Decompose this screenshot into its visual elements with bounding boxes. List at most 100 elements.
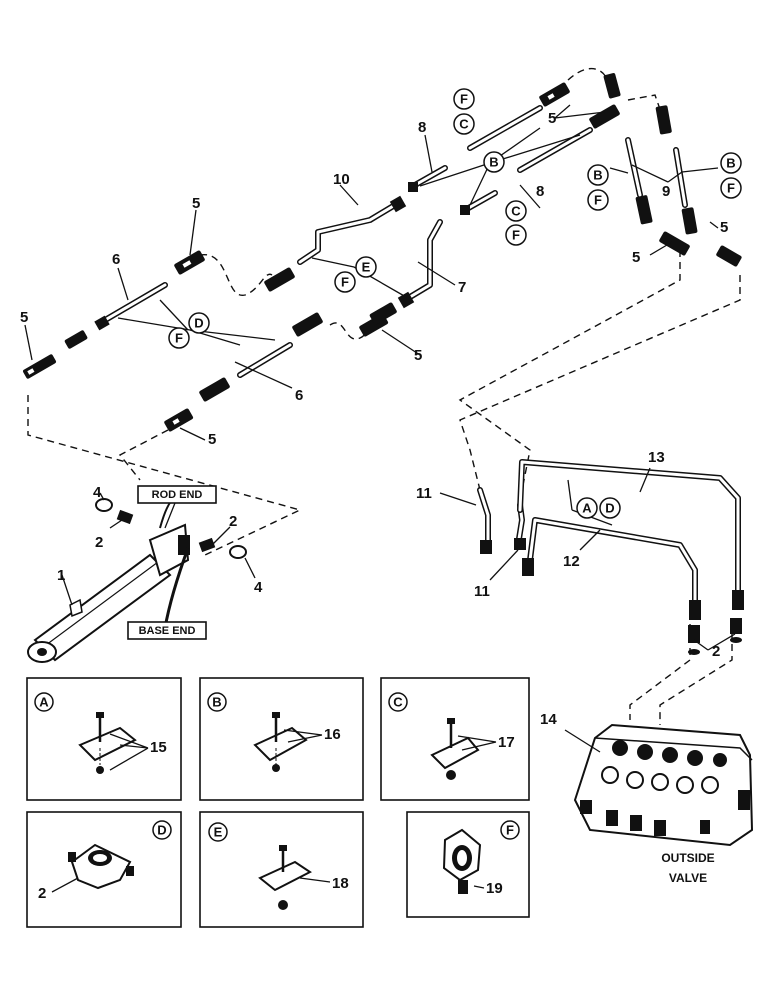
detail-panel-e: E 18: [199, 811, 364, 928]
callout-2-left: 2: [95, 534, 103, 551]
svg-text:F: F: [727, 181, 735, 196]
svg-text:F: F: [512, 228, 520, 243]
svg-text:D: D: [605, 501, 614, 516]
svg-text:2: 2: [38, 885, 46, 902]
svg-text:C: C: [393, 695, 403, 710]
letter-c-1: C: [453, 113, 475, 135]
callout-13: 13: [648, 449, 665, 466]
fitting-lower-pair: [199, 377, 230, 402]
callout-2-right: 2: [229, 513, 237, 530]
fitting-right-top-2: [655, 105, 672, 135]
svg-text:B: B: [489, 155, 498, 170]
svg-text:E: E: [214, 825, 223, 840]
svg-text:C: C: [511, 204, 521, 219]
tube-7: [397, 219, 443, 309]
tube-11-left: [477, 487, 492, 554]
fitting-right-top: [603, 73, 621, 99]
callout-14: 14: [540, 711, 557, 728]
right-tube-group: [603, 73, 742, 267]
letter-f-5: F: [334, 271, 356, 293]
callout-2-valve: 2: [712, 643, 720, 660]
letter-a-1: A: [576, 497, 598, 519]
tube-8-upper: [408, 165, 448, 192]
svg-text:F: F: [506, 823, 514, 838]
tube-10: [297, 195, 407, 265]
callout-7: 7: [458, 279, 466, 296]
fitting-5-right-bottom: [659, 231, 690, 256]
circled-letters: F C B C F B F B F E F D F A D: [168, 88, 742, 519]
callout-4-left: 4: [93, 484, 102, 501]
callout-5-b: 5: [20, 309, 28, 326]
svg-text:F: F: [460, 92, 468, 107]
center-tube-group: [297, 82, 620, 325]
letter-e-1: E: [355, 256, 377, 278]
callout-8-upper: 8: [418, 119, 426, 136]
svg-text:16: 16: [324, 726, 341, 743]
callout-1: 1: [57, 567, 65, 584]
letter-d-2: D: [599, 497, 621, 519]
tube-6-lower: [237, 342, 293, 378]
tube-9-left: [625, 137, 643, 198]
fitting-9-lower-right: [681, 207, 698, 235]
svg-text:D: D: [194, 316, 203, 331]
rod-end-box: [137, 485, 217, 504]
base-end-box: [127, 621, 207, 640]
callout-8-lower: 8: [536, 183, 544, 200]
letter-c-2: C: [505, 200, 527, 222]
left-tube-group: [23, 250, 389, 432]
tube-top-long: [467, 105, 543, 151]
svg-text:A: A: [39, 695, 49, 710]
svg-text:D: D: [157, 823, 166, 838]
letter-b-1: B: [483, 151, 505, 173]
callout-5-a: 5: [192, 195, 200, 212]
svg-text:B: B: [212, 695, 221, 710]
lower-right-tube-group: [477, 459, 744, 655]
tube-6-upper: [94, 282, 168, 331]
letter-f-4: F: [720, 177, 742, 199]
outside-valve-label-line2: VALVE: [669, 871, 707, 885]
svg-text:C: C: [459, 117, 469, 132]
tube-top-long-2: [517, 127, 593, 173]
svg-text:B: B: [593, 168, 602, 183]
detail-panel-d: D 2: [26, 811, 182, 928]
callout-5-e: 5: [548, 110, 556, 127]
svg-text:E: E: [362, 260, 371, 275]
fitting-5-top: [539, 82, 570, 107]
letter-f-3: F: [587, 189, 609, 211]
fitting-near-10: [264, 267, 295, 292]
callout-5-c: 5: [208, 431, 216, 448]
fitting-9-lower-left: [635, 195, 653, 225]
leader-lines: [24, 104, 736, 753]
callout-9: 9: [662, 183, 670, 200]
detail-panel-f: F 19: [406, 811, 530, 918]
fitting-5-top-2: [589, 104, 620, 129]
svg-text:F: F: [175, 331, 183, 346]
outside-valve-label-line1: OUTSIDE: [661, 851, 714, 865]
callout-5-f: 5: [632, 249, 640, 266]
base-end-label: BASE END: [139, 625, 196, 637]
letter-b-3: B: [720, 152, 742, 174]
letter-f-6: F: [168, 327, 190, 349]
fitting-upper-mid: [292, 312, 323, 337]
tube-9-right: [673, 147, 688, 208]
callout-6-upper: 6: [112, 251, 120, 268]
callout-5-g: 5: [720, 219, 728, 236]
svg-text:A: A: [582, 501, 592, 516]
fitting-left-mid: [64, 330, 88, 349]
callout-12: 12: [563, 553, 580, 570]
fitting-5-upper-left: [174, 250, 205, 275]
callout-4-right: 4: [254, 579, 263, 596]
fitting-e-pair: [369, 302, 397, 325]
callout-6-lower: 6: [295, 387, 303, 404]
svg-text:B: B: [726, 156, 735, 171]
detail-panel-b: B 16: [199, 677, 364, 801]
tube-13: [517, 459, 744, 610]
svg-text:17: 17: [498, 734, 515, 751]
callout-11-lower: 11: [474, 583, 490, 600]
svg-text:15: 15: [150, 739, 167, 756]
svg-text:18: 18: [332, 875, 349, 892]
fitting-5-lower: [164, 408, 194, 432]
callout-10: 10: [333, 171, 350, 188]
rod-end-label: ROD END: [152, 489, 203, 501]
svg-text:F: F: [594, 193, 602, 208]
